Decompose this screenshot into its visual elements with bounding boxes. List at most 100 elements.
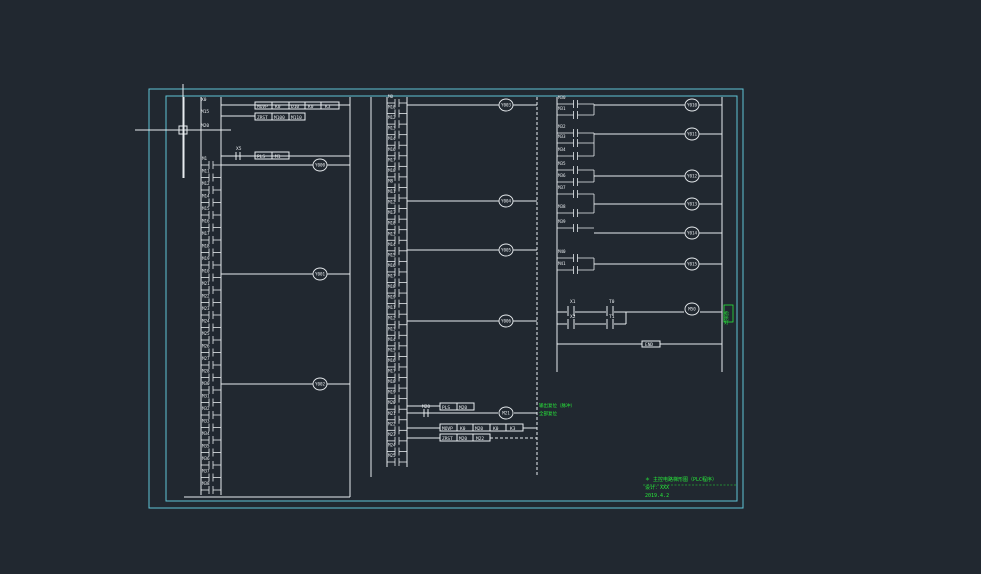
contact[interactable]: M15 <box>387 347 407 361</box>
contact[interactable]: M36 <box>557 173 594 186</box>
contact[interactable]: M14 <box>387 136 407 150</box>
contact[interactable]: M40 <box>557 249 594 262</box>
output-coil[interactable]: Y011 <box>594 127 722 141</box>
contact[interactable]: M16 <box>387 358 407 371</box>
output-coil[interactable]: Y015 <box>594 257 722 271</box>
output-coil[interactable]: Y014 <box>594 226 722 240</box>
contact[interactable]: M20 <box>387 400 407 414</box>
contact[interactable]: M32 <box>557 124 594 137</box>
contact[interactable]: M26 <box>201 344 221 357</box>
contact[interactable]: M19 <box>387 295 407 308</box>
end-instruction-box[interactable]: END <box>641 340 661 348</box>
contact[interactable]: M24 <box>201 319 221 332</box>
contact[interactable]: M22 <box>201 294 221 307</box>
contact[interactable]: M17 <box>387 157 407 171</box>
contact[interactable]: M35 <box>201 444 221 457</box>
contact[interactable]: M18 <box>201 244 221 257</box>
contact[interactable]: M0 <box>387 94 407 107</box>
contact[interactable]: M38 <box>201 481 221 494</box>
contact[interactable]: M23 <box>201 306 221 319</box>
contact-x2[interactable]: X2 <box>567 314 576 329</box>
instruction-box-pls[interactable]: PLS M1 <box>254 151 290 160</box>
contact[interactable]: M27 <box>201 356 221 369</box>
contact[interactable]: M15 <box>387 252 407 266</box>
contact[interactable]: M31 <box>557 106 594 119</box>
output-coil[interactable]: Y005 <box>407 243 537 257</box>
contact[interactable]: M11 <box>387 305 407 319</box>
contact[interactable]: M21 <box>387 411 407 424</box>
output-coil[interactable]: Y000 <box>221 158 350 172</box>
instruction-box-zrst[interactable]: ZRST M100 M110 <box>254 112 306 121</box>
contact[interactable]: M10 <box>201 269 221 282</box>
contact[interactable]: M18 <box>387 379 407 393</box>
contact[interactable]: M11 <box>201 169 221 182</box>
output-coil[interactable]: M21 <box>498 406 514 420</box>
contact[interactable]: M31 <box>201 394 221 407</box>
contact[interactable]: M10 <box>387 221 407 234</box>
output-coil[interactable]: Y003 <box>407 98 537 112</box>
contact[interactable]: M22 <box>387 421 407 435</box>
contact[interactable]: M23 <box>387 432 407 445</box>
contact[interactable]: M14 <box>387 242 407 255</box>
contact[interactable]: M30 <box>557 95 594 108</box>
contact[interactable]: M18 <box>387 168 407 181</box>
contact-t1[interactable]: T1 <box>606 314 615 329</box>
contact[interactable]: M12 <box>201 181 221 194</box>
output-coil[interactable]: Y006 <box>407 314 537 328</box>
contact[interactable]: M28 <box>201 369 221 382</box>
output-coil[interactable]: Y012 <box>594 169 722 183</box>
contact-x1[interactable]: X1 <box>567 299 576 316</box>
contact[interactable]: M32 <box>201 406 221 419</box>
output-coil[interactable]: Y013 <box>594 197 722 211</box>
contact[interactable]: M13 <box>387 210 407 224</box>
contact[interactable]: M14 <box>201 194 221 207</box>
instruction-box-movp[interactable]: MOVP K0 M20 K0 K3 <box>439 423 524 432</box>
contact[interactable]: M16 <box>387 263 407 276</box>
contact[interactable]: M39 <box>557 219 594 232</box>
contact[interactable]: M19 <box>387 390 407 403</box>
contact[interactable]: M16 <box>387 147 407 160</box>
output-coil[interactable]: Y001 <box>221 267 350 281</box>
contact[interactable]: M17 <box>387 369 407 382</box>
contact[interactable]: M37 <box>557 185 594 198</box>
contact[interactable]: M12 <box>387 200 407 213</box>
contact[interactable]: M41 <box>557 261 594 274</box>
contact[interactable]: M37 <box>201 469 221 482</box>
instruction-box-zrst[interactable]: ZRST M20 M22 <box>439 433 491 442</box>
contact[interactable]: M33 <box>201 419 221 432</box>
contact[interactable]: M13 <box>387 126 407 139</box>
contact[interactable]: M12 <box>387 316 407 329</box>
contact[interactable]: M35 <box>557 161 594 174</box>
contact[interactable]: M16 <box>201 219 221 232</box>
contact[interactable]: M21 <box>201 281 221 294</box>
contact[interactable]: M15 <box>201 206 221 219</box>
contact[interactable]: M33 <box>557 134 594 147</box>
contact[interactable]: M8 <box>387 178 407 192</box>
contact[interactable]: M30 <box>201 381 221 394</box>
contact[interactable]: M36 <box>201 456 221 469</box>
contact[interactable]: M34 <box>201 431 221 444</box>
contact[interactable]: M25 <box>201 331 221 344</box>
contact[interactable]: M18 <box>387 284 407 298</box>
output-coil[interactable]: Y004 <box>407 194 537 208</box>
contact[interactable]: M25 <box>387 453 407 466</box>
instruction-box-pls[interactable]: PLS M20 <box>439 402 475 411</box>
contact[interactable]: M1 <box>201 156 221 169</box>
instruction-box-movp[interactable]: MOVP K0 D10 K0 K3 <box>254 101 340 110</box>
contact[interactable]: M12 <box>387 115 407 129</box>
contact[interactable]: M13 <box>387 326 407 340</box>
contact-x5[interactable]: X5 <box>235 146 242 160</box>
contact[interactable]: M14 <box>387 337 407 350</box>
contact[interactable]: M38 <box>557 204 594 217</box>
output-coil[interactable]: Y002 <box>221 377 350 391</box>
output-coil[interactable]: Y010 <box>594 98 722 112</box>
contact[interactable]: M17 <box>201 231 221 244</box>
contact-m20[interactable]: M20 <box>422 404 430 417</box>
contact[interactable]: M11 <box>387 189 407 203</box>
contact[interactable]: M17 <box>387 274 407 287</box>
contact[interactable]: M34 <box>557 147 594 160</box>
contact[interactable]: M10 <box>387 105 407 118</box>
contact[interactable]: M19 <box>201 256 221 269</box>
contact[interactable]: M24 <box>387 442 407 456</box>
